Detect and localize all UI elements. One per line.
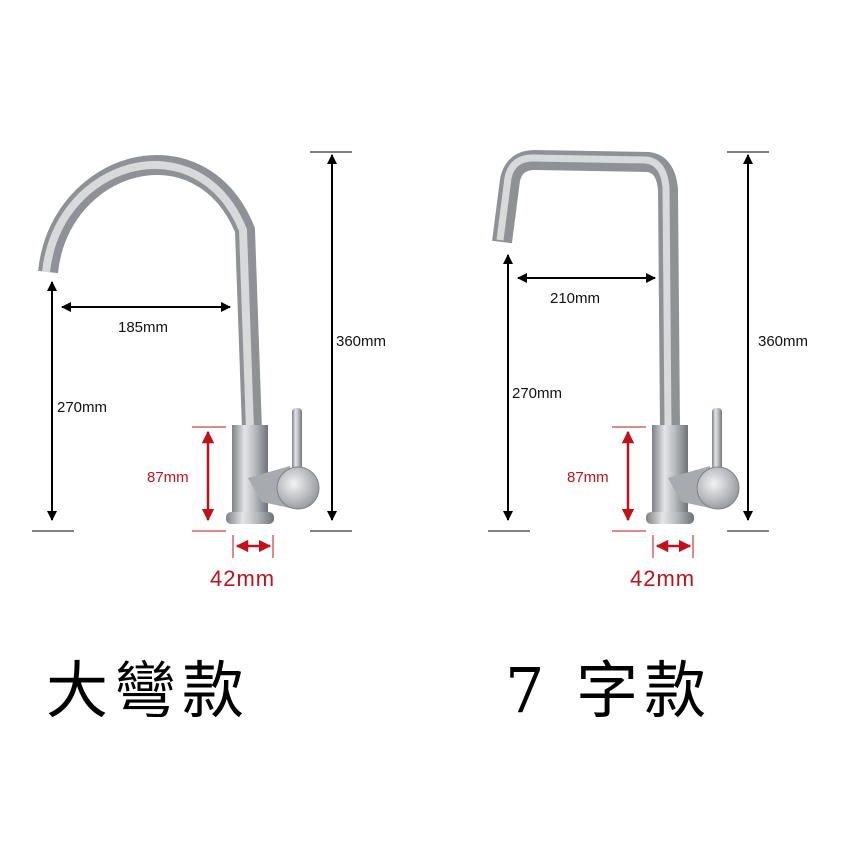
base-diameter-label: 42mm	[210, 566, 276, 591]
body-height-label: 87mm	[147, 469, 189, 486]
total-height-label: 360mm	[336, 333, 387, 350]
total-height-label: 360mm	[758, 333, 809, 350]
seven-shape-faucet	[492, 150, 740, 524]
body-height-label: 87mm	[567, 469, 609, 486]
spout-height-label: 270mm	[512, 385, 563, 402]
spout-reach-label: 210mm	[550, 290, 601, 307]
left-dimension-lines	[32, 151, 352, 558]
right-dimension-lines	[488, 151, 769, 558]
spout-reach-label: 185mm	[118, 319, 169, 336]
base-diameter-label: 42mm	[630, 566, 696, 591]
model-name-caption: 7 字款	[505, 654, 713, 727]
model-name-caption: 大彎款	[46, 654, 251, 727]
spout-height-label: 270mm	[57, 399, 108, 416]
gooseneck-faucet	[38, 155, 320, 524]
